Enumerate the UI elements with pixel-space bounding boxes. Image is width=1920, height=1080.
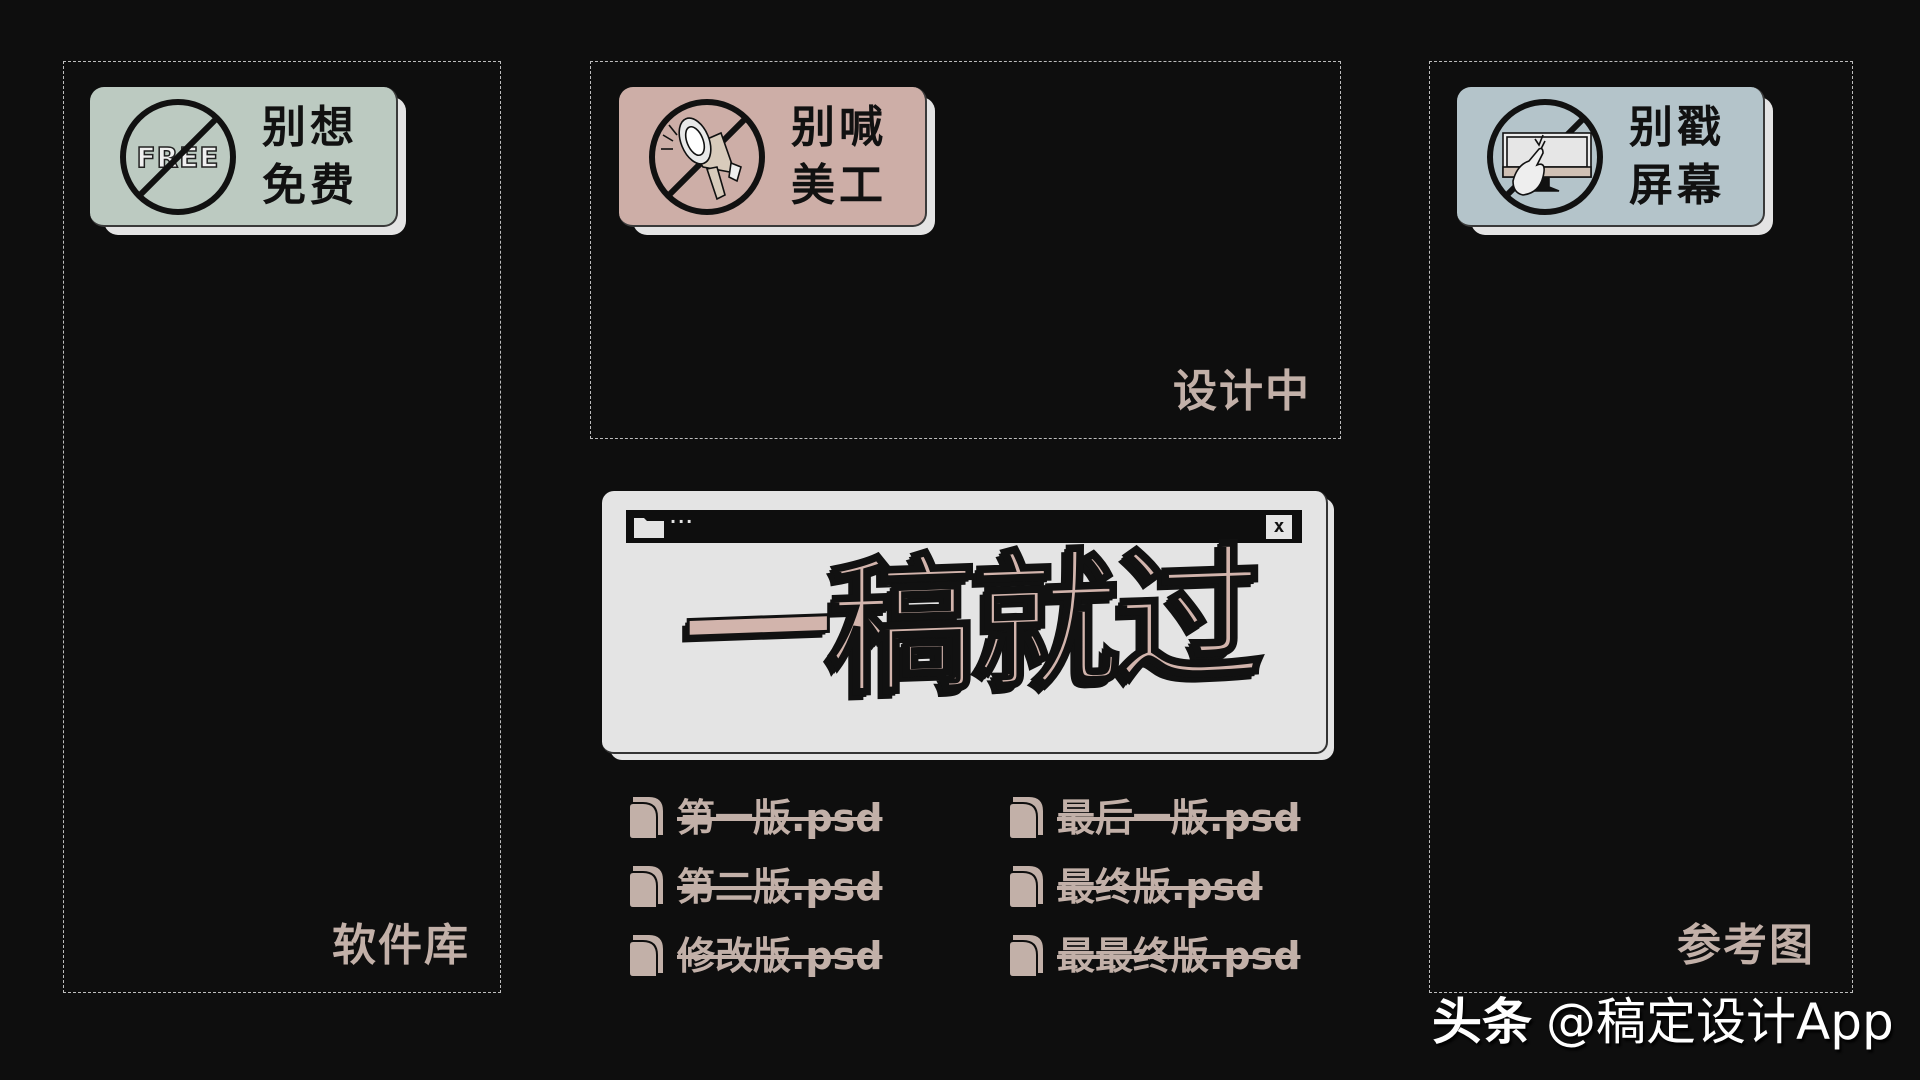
file-name: 最后一版.psd [1057,796,1301,840]
file-icon [1009,866,1043,908]
badge-line-1: 别戳 [1629,102,1725,153]
watermark-handle: @稿定设计App [1546,993,1894,1051]
badge-card: FREE 别想 免费 [90,87,398,227]
badge-line-1: 别想 [262,102,358,153]
badge-text: 别想 免费 [262,99,382,215]
file-item[interactable]: 修改版.psd [629,933,882,979]
file-icon [629,935,663,977]
panel-label-designing: 设计中 [1173,366,1311,417]
badge-card: 别喊 美工 [619,87,927,227]
file-item[interactable]: 第一版.psd [629,795,882,841]
badge-no-shouting: 别喊 美工 [619,87,935,237]
badge-no-poking-screen: 别戳 屏幕 [1457,87,1773,237]
file-icon [1009,797,1043,839]
watermark-brand: 头条 [1432,993,1532,1051]
panel-label-software-library: 软件库 [332,920,470,971]
file-item[interactable]: 最终版.psd [1009,864,1262,910]
file-name: 修改版.psd [677,934,883,978]
badge-text: 别戳 屏幕 [1629,99,1749,215]
file-name: 最最终版.psd [1057,934,1301,978]
badge-line-2: 免费 [262,160,358,211]
file-item[interactable]: 第二版.psd [629,864,882,910]
window-titlebar: ··· x [626,510,1302,543]
file-name: 第二版.psd [677,865,883,909]
badge-no-free: FREE 别想 免费 [90,87,406,237]
no-touch-screen-icon [1487,99,1603,215]
designing-panel [590,61,1341,439]
approval-window: ··· x 一稿就过 [602,491,1328,754]
titlebar-dots: ··· [670,512,695,531]
panel-label-reference: 参考图 [1677,920,1815,971]
no-megaphone-icon [649,99,765,215]
file-item[interactable]: 最后一版.psd [1009,795,1300,841]
badge-text: 别喊 美工 [791,99,911,215]
badge-line-2: 屏幕 [1629,160,1725,211]
badge-card: 别戳 屏幕 [1457,87,1765,227]
file-icon [1009,935,1043,977]
software-library-panel [63,61,501,993]
reference-panel [1429,61,1853,993]
file-item[interactable]: 最最终版.psd [1009,933,1300,979]
file-name: 第一版.psd [677,796,883,840]
badge-line-1: 别喊 [791,102,887,153]
close-button[interactable]: x [1266,515,1292,539]
file-name: 最终版.psd [1057,865,1263,909]
watermark: 头条@稿定设计App [1432,992,1894,1052]
no-free-icon: FREE [120,99,236,215]
badge-line-2: 美工 [791,160,887,211]
file-icon [629,797,663,839]
headline-text: 一稿就过 [683,527,1262,722]
file-icon [629,866,663,908]
folder-icon [634,518,664,538]
